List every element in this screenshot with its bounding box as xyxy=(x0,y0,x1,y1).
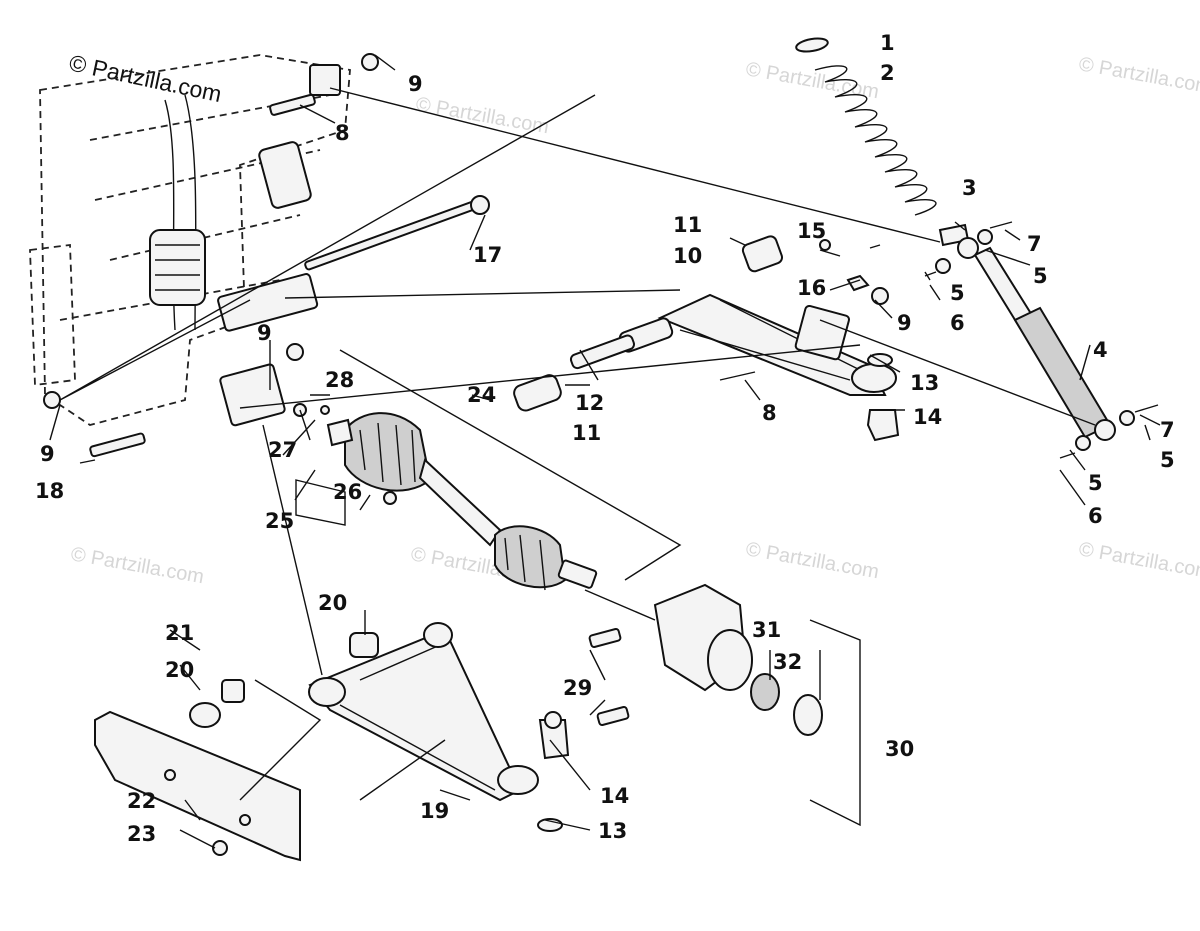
callout-5: 5 xyxy=(1088,471,1103,495)
callout-3: 3 xyxy=(962,176,977,200)
callout-20: 20 xyxy=(318,591,347,615)
watermark-text: © Partzilla.com xyxy=(1077,538,1200,583)
callout-7: 7 xyxy=(1160,418,1175,442)
callout-9: 9 xyxy=(408,72,423,96)
callout-1: 1 xyxy=(880,31,895,55)
watermark-text: © Partzilla.com xyxy=(1077,53,1200,98)
skid-plate xyxy=(94,710,301,862)
callout-32: 32 xyxy=(773,650,802,674)
callout-13: 13 xyxy=(598,819,627,843)
callout-14: 14 xyxy=(913,405,942,429)
callout-31: 31 xyxy=(752,618,781,642)
callout-5: 5 xyxy=(950,281,965,305)
callout-21: 21 xyxy=(165,621,194,645)
callout-24: 24 xyxy=(467,383,496,407)
callout-4: 4 xyxy=(1093,338,1108,362)
callout-2: 2 xyxy=(880,61,895,85)
callout-9: 9 xyxy=(257,321,272,345)
callout-labels: 1 2 3 4 5 5 5 5 6 6 7 7 8 8 9 9 9 9 10 1… xyxy=(35,31,1175,846)
callout-23: 23 xyxy=(127,822,156,846)
upper-a-arm xyxy=(513,235,900,442)
callout-25: 25 xyxy=(265,509,294,533)
shock-absorber xyxy=(924,221,1159,459)
callout-8: 8 xyxy=(762,401,777,425)
callout-30: 30 xyxy=(885,737,914,761)
callout-16: 16 xyxy=(797,276,826,300)
callout-5: 5 xyxy=(1033,264,1048,288)
callout-15: 15 xyxy=(797,219,826,243)
callout-12: 12 xyxy=(575,391,604,415)
callout-8: 8 xyxy=(335,121,350,145)
callout-20: 20 xyxy=(165,658,194,682)
coil-spring xyxy=(795,37,970,247)
callout-22: 22 xyxy=(127,789,156,813)
callout-5: 5 xyxy=(1160,448,1175,472)
callout-7: 7 xyxy=(1027,232,1042,256)
callout-9: 9 xyxy=(40,442,55,466)
frame-hardware xyxy=(43,53,490,458)
callout-17: 17 xyxy=(473,243,502,267)
watermark-text: © Partzilla.com xyxy=(69,543,206,588)
partzilla-watermark: © Partzilla.com xyxy=(67,49,224,107)
callout-19: 19 xyxy=(420,799,449,823)
callout-13: 13 xyxy=(910,371,939,395)
callout-18: 18 xyxy=(35,479,64,503)
callout-6: 6 xyxy=(1088,504,1103,528)
callout-11: 11 xyxy=(673,213,702,237)
callout-27: 27 xyxy=(268,438,297,462)
watermark-text: © Partzilla.com xyxy=(744,538,881,583)
leader-lines xyxy=(49,54,1161,849)
lower-a-arm xyxy=(189,622,570,832)
callout-14: 14 xyxy=(600,784,629,808)
watermark-text: © Partzilla.com xyxy=(744,58,881,103)
callout-28: 28 xyxy=(325,368,354,392)
callout-9: 9 xyxy=(897,311,912,335)
callout-29: 29 xyxy=(563,676,592,700)
callout-10: 10 xyxy=(673,244,702,268)
steering-knuckle xyxy=(588,583,823,736)
drive-axle xyxy=(282,403,598,591)
callout-11: 11 xyxy=(572,421,601,445)
callout-26: 26 xyxy=(333,480,362,504)
vehicle-frame xyxy=(29,54,351,427)
callout-6: 6 xyxy=(950,311,965,335)
